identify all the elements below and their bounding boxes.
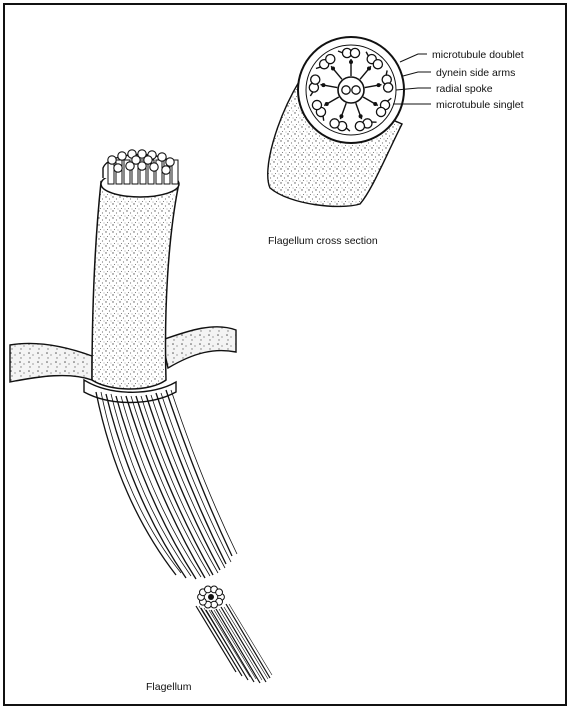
label-microtubule-doublet: microtubule doublet — [432, 49, 524, 61]
tip-strand — [221, 607, 266, 682]
radial-spoke-head — [349, 60, 353, 64]
radial-spoke-head — [367, 67, 371, 71]
cross-section-illustration — [268, 37, 404, 206]
doublet-b-tubule — [350, 48, 359, 57]
central-singlet-left — [342, 86, 350, 94]
doublet-b-tubule — [376, 107, 385, 116]
label-microtubule-singlet: microtubule singlet — [436, 99, 524, 111]
microtubule-strand — [96, 392, 176, 575]
axoneme-tubule-end — [162, 166, 170, 174]
tip-strand — [196, 606, 236, 672]
axoneme-tubule-end — [132, 156, 140, 164]
microtubule-strand-edge — [171, 390, 237, 554]
radial-spoke-head — [377, 83, 381, 87]
axoneme-tubule-end — [166, 158, 174, 166]
radial-spoke-head — [325, 102, 329, 106]
doublet-b-tubule — [355, 122, 364, 131]
caption-flagellum: Flagellum — [146, 681, 192, 693]
tip-center — [208, 594, 214, 600]
membrane-left — [10, 343, 92, 382]
axoneme-tubule-end — [144, 156, 152, 164]
flagellum-sheath — [92, 182, 178, 389]
doublet-b-tubule — [330, 119, 339, 128]
radial-spoke-head — [373, 102, 377, 106]
tip-strand — [206, 610, 248, 680]
flagellum-tip-fragment — [196, 586, 272, 683]
tip-strand — [216, 609, 260, 683]
doublet-b-tubule — [311, 75, 320, 84]
dynein-arm — [323, 115, 324, 120]
microtubule-strand — [166, 390, 232, 556]
axoneme-tubule-end — [108, 156, 116, 164]
doublet-b-tubule — [384, 83, 393, 92]
label-radial-spoke: radial spoke — [436, 83, 493, 95]
tip-tubule-end — [216, 589, 223, 596]
label-dynein-side-arms: dynein side arms — [436, 67, 515, 79]
radial-spoke-head — [331, 67, 335, 71]
axoneme-tubule-end — [114, 164, 122, 172]
radial-spoke-head — [359, 114, 363, 118]
axoneme-tubule-end — [158, 153, 166, 161]
leader-dynein-side-arms — [403, 72, 431, 76]
axoneme-top-bundle — [103, 150, 178, 184]
microtubule-fibres — [96, 390, 237, 579]
leader-microtubule-doublet — [400, 54, 427, 62]
microtubule-strand — [126, 396, 205, 578]
axoneme-tubule-end — [150, 163, 158, 171]
axoneme-tubule-end — [118, 152, 126, 160]
doublet-b-tubule — [312, 100, 321, 109]
doublet-b-tubule — [373, 60, 382, 69]
caption-cross-section: Flagellum cross section — [268, 235, 378, 247]
radial-spoke-head — [321, 83, 325, 87]
membrane-right — [162, 327, 236, 368]
central-singlet-right — [352, 86, 360, 94]
doublet-b-tubule — [326, 54, 335, 63]
radial-spoke-head — [339, 114, 343, 118]
flagellum-illustration — [10, 150, 272, 683]
tip-strand-edge — [219, 609, 262, 680]
